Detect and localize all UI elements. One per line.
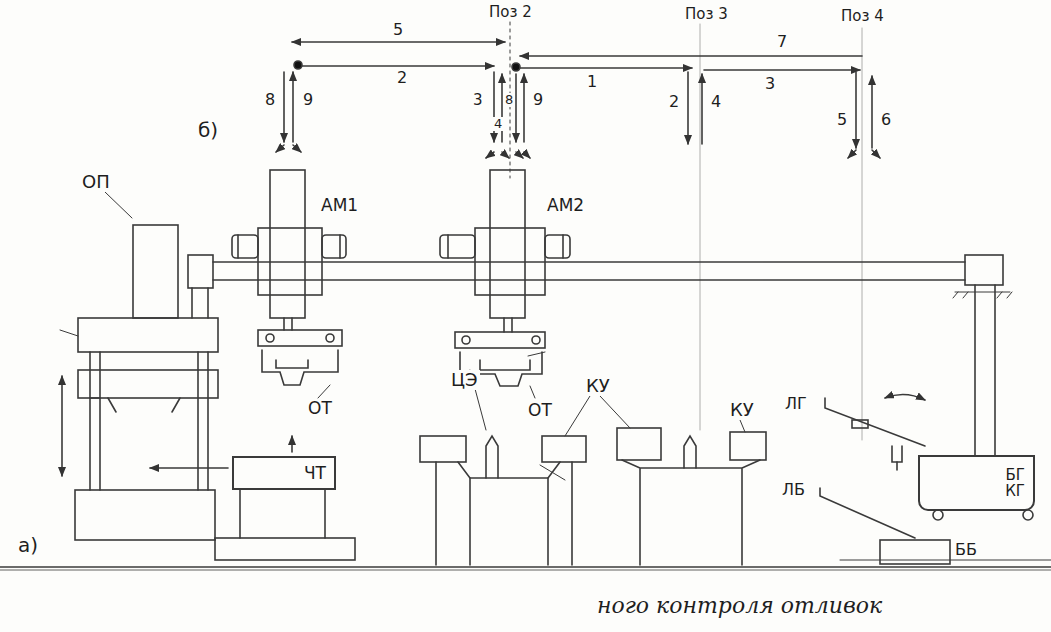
part-label: ОТ: [306, 399, 334, 418]
part-label: КУ: [584, 376, 612, 396]
callout-number: 8: [503, 93, 515, 107]
callout-number: 6: [879, 111, 893, 129]
callout-number: 9: [301, 91, 315, 109]
callout-number: 5: [391, 21, 405, 39]
view-label: б): [196, 119, 220, 141]
position-label: Поз 2: [487, 4, 534, 21]
transfer-table: ЧТ: [232, 456, 336, 490]
callout-number: 4: [709, 93, 723, 111]
view-label: а): [16, 534, 40, 556]
position-label: Поз 4: [839, 8, 886, 25]
callout-number: 5: [835, 111, 849, 129]
callout-number: 1: [585, 73, 599, 91]
callout-number: 8: [263, 91, 277, 109]
callout-number: 3: [763, 75, 777, 93]
callout-number: 4: [492, 117, 504, 131]
part-label: ЛБ: [780, 481, 807, 499]
part-label: ЦЭ: [449, 370, 480, 390]
part-label: ББ: [953, 541, 979, 559]
callout-number: 7: [775, 33, 789, 51]
node-label: КГ: [1005, 483, 1025, 500]
part-label: АМ1: [319, 196, 360, 215]
callout-number: 3: [471, 92, 485, 109]
part-label: ЛГ: [783, 395, 809, 413]
node-label: БГ: [1006, 467, 1025, 484]
callout-number: 2: [395, 69, 409, 87]
callout-number: 2: [667, 93, 681, 111]
part-label: ОП: [80, 172, 112, 192]
node-label: ЧТ: [304, 464, 326, 483]
casting-bin: БГКГ: [918, 455, 1035, 511]
caption-fragment: ного контроля отливок: [595, 594, 884, 618]
part-label: АМ2: [545, 196, 586, 215]
part-label: КУ: [728, 400, 756, 420]
part-label: ОТ: [526, 401, 554, 420]
callout-number: 9: [531, 91, 545, 109]
position-label: Поз 3: [683, 6, 730, 23]
